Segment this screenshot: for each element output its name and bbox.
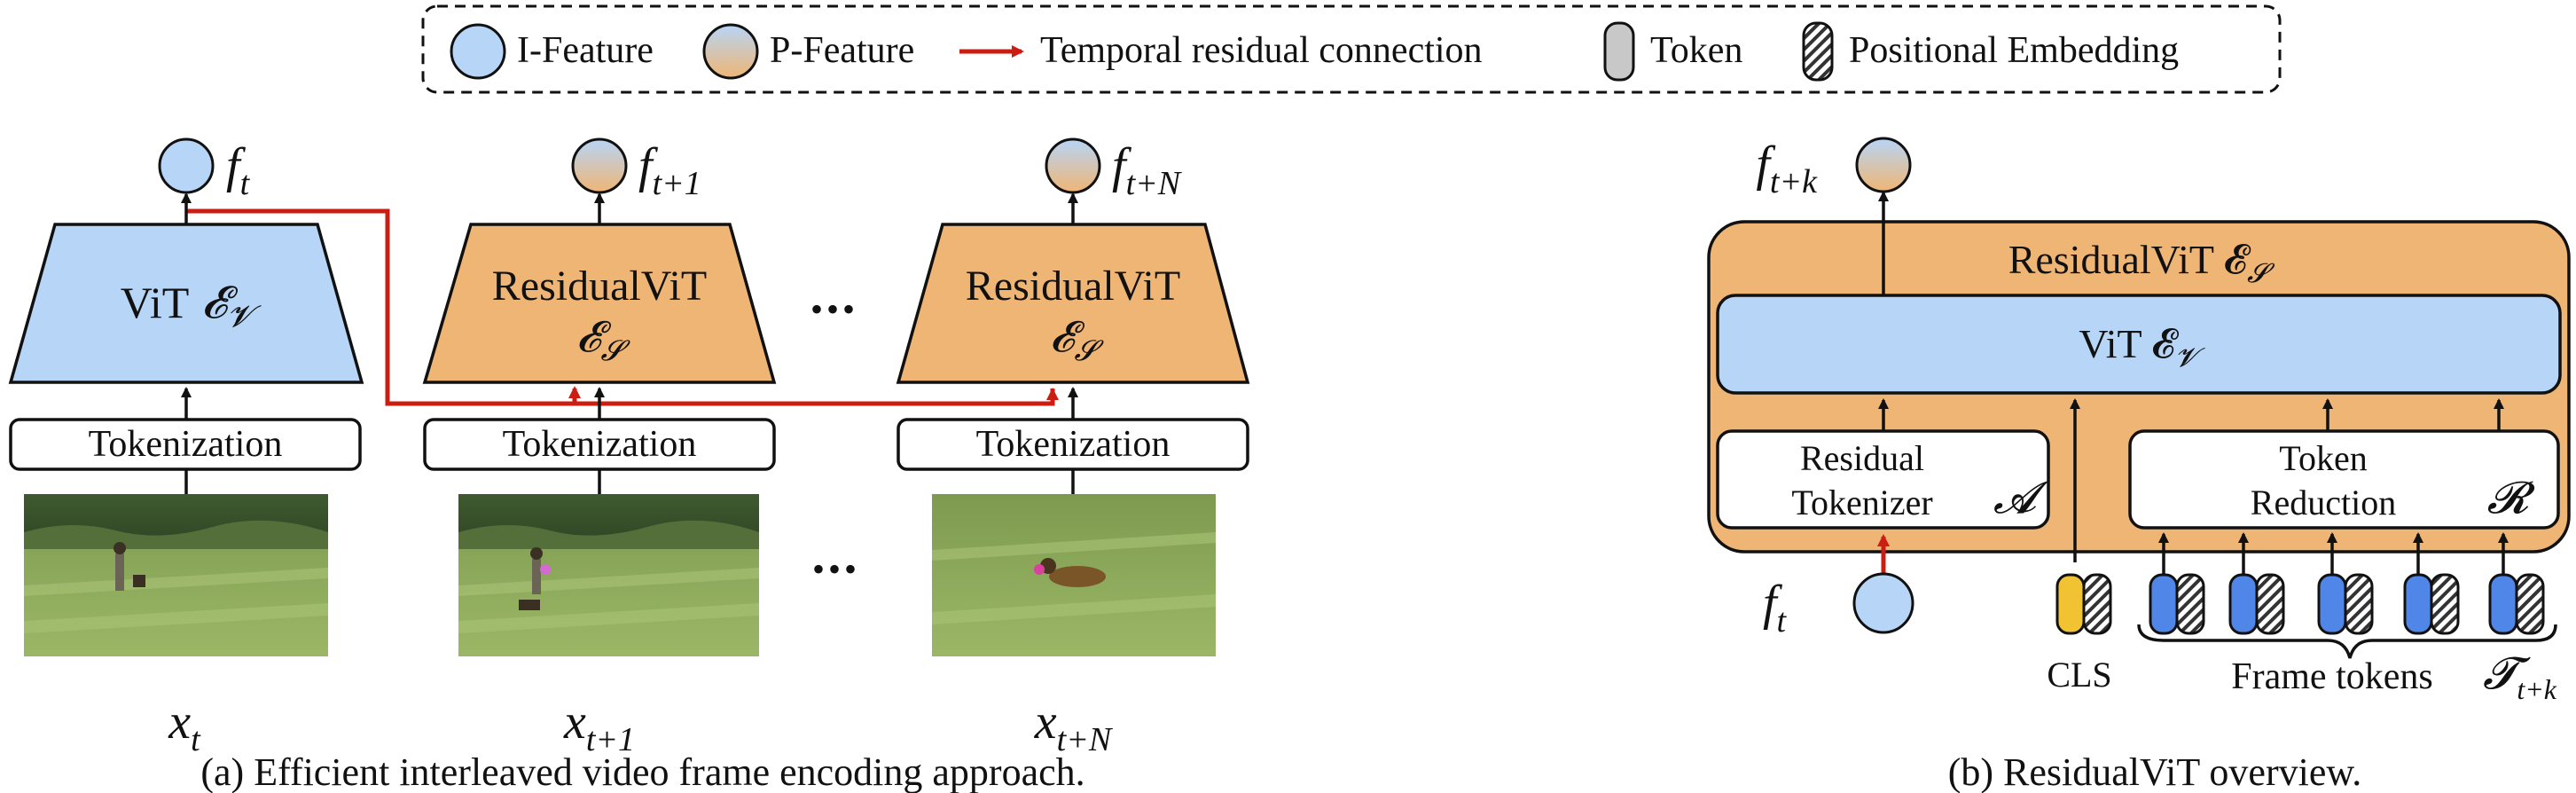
ellipsis-top: •••	[810, 289, 858, 329]
cls-label: CLS	[2047, 655, 2111, 695]
panel-a-caption: (a) Efficient interleaved video frame en…	[200, 750, 1084, 793]
frame-image-xtN	[932, 494, 1216, 656]
tokenization-label: Tokenization	[89, 424, 283, 465]
frame-image-xt1	[458, 494, 759, 656]
output-feature-label: ft+k	[1756, 137, 1818, 200]
panel-b: ResidualViT 𝓔𝓢 ViT 𝓔𝓥 Residual Tokenizer…	[1707, 137, 2571, 793]
residual-tokenizer-label-1: Residual	[1800, 438, 1924, 478]
panel-b-caption: (b) ResidualViT overview.	[1948, 750, 2362, 793]
i-feature-output-icon	[158, 137, 215, 194]
frame-token-icon	[2403, 573, 2433, 635]
frame-token-icon	[2488, 573, 2518, 635]
feature-ftN-label: ft+N	[1112, 138, 1183, 202]
p-feature-output-icon-2	[571, 137, 628, 194]
legend-i-feature-icon	[450, 23, 506, 80]
frame-token-icon	[2228, 573, 2259, 635]
residual-tokenizer-label-2: Tokenizer	[1791, 483, 1932, 522]
cls-positional-icon	[2082, 573, 2112, 635]
feature-ft1-label: ft+1	[638, 138, 701, 202]
feature-ft-label: ft	[226, 138, 251, 202]
input-feature-label: ft	[1763, 576, 1788, 640]
residualvit-encoder-block-3	[896, 223, 1250, 384]
p-feature-output-icon-3	[1045, 137, 1101, 194]
residualvit-symbol-3: 𝓔𝓢	[1050, 312, 1105, 367]
frame-xt-label: xt	[168, 695, 201, 758]
frame-xtN-label: xt+N	[1034, 695, 1114, 758]
legend-frame	[421, 4, 2282, 94]
residualvit-label-3: ResidualViT	[966, 263, 1180, 310]
column-residualvit-1: Tokenization ResidualViT 𝓔𝓢 ft+1 xt+1	[422, 137, 777, 758]
cls-token-icon	[2055, 573, 2086, 635]
vit-block	[1716, 294, 2562, 395]
legend-residual-label: Temporal residual connection	[1040, 30, 1483, 71]
frame-positional-icon	[2175, 573, 2205, 635]
residualvit-label-2: ResidualViT	[492, 263, 707, 310]
legend-token-icon	[1603, 21, 1635, 82]
token-reduction-block	[2128, 429, 2560, 530]
frame-tokens-label: Frame tokens	[2231, 656, 2432, 697]
legend: I-Feature P-Feature Temporal residual co…	[421, 4, 2282, 94]
token-reduction-label-2: Reduction	[2251, 483, 2396, 522]
legend-positional-icon	[1802, 21, 1834, 82]
column-residualvit-n: Tokenization ResidualViT 𝓔𝓢 ft+N xt+N	[896, 137, 1250, 758]
token-reduction-symbol: 𝓡	[2487, 472, 2536, 523]
legend-positional-label: Positional Embedding	[1849, 30, 2179, 71]
frame-positional-icon	[2430, 573, 2460, 635]
residualvit-title: ResidualViT 𝓔𝓢	[2008, 237, 2275, 289]
frame-positional-icon	[2344, 573, 2374, 635]
legend-token-label: Token	[1650, 30, 1742, 71]
vit-block-label: ViT 𝓔𝓥	[2079, 321, 2204, 373]
tokens-symbol-label: 𝓣t+k	[2483, 648, 2557, 705]
legend-i-feature-label: I-Feature	[517, 30, 654, 71]
frame-token-icon	[2149, 573, 2179, 635]
frame-positional-icon	[2515, 573, 2545, 635]
tokenization-label-3: Tokenization	[976, 424, 1171, 465]
frame-xt1-label: xt+1	[563, 695, 635, 758]
vit-encoder-block	[8, 223, 364, 384]
frame-tokens-brace	[2137, 624, 2557, 659]
frame-image-xt	[24, 494, 328, 656]
ellipsis-bottom: •••	[812, 549, 860, 589]
cls-token-pair	[2055, 573, 2112, 635]
legend-p-feature-icon	[702, 23, 759, 80]
frame-token-icon	[2317, 573, 2347, 635]
frame-positional-icon	[2255, 573, 2285, 635]
p-feature-output-icon	[1855, 137, 1912, 193]
tokenization-label-2: Tokenization	[503, 424, 697, 465]
frame-tokens-group	[2149, 532, 2545, 635]
token-reduction-label-1: Token	[2279, 438, 2367, 478]
legend-p-feature-label: P-Feature	[770, 30, 914, 71]
i-feature-input-icon	[1852, 572, 1914, 634]
residualvit-encoder-block-2	[422, 223, 777, 384]
